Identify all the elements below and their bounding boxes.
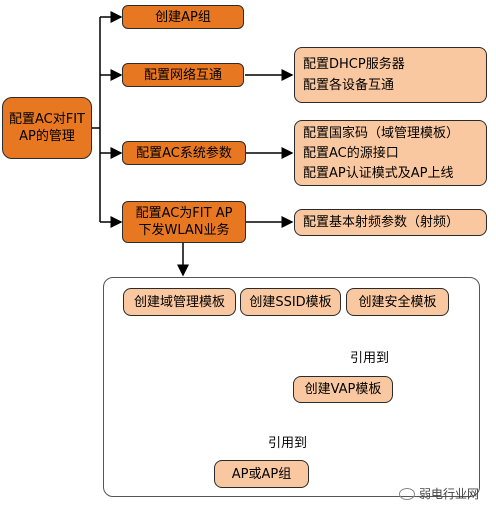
details-wlan: 配置基本射频参数（射频） [294, 209, 487, 236]
detail-item: 配置DHCP服务器 [303, 57, 405, 72]
step-wlan: 配置AC为FIT AP 下发WLAN业务 [122, 201, 246, 243]
root-line-2: AP的管理 [19, 129, 75, 144]
box-label: 创建SSID模板 [249, 294, 332, 310]
step-label: 创建AP组 [155, 9, 211, 25]
box-label: 创建域管理模板 [133, 294, 225, 310]
step-label-line-2: 下发WLAN业务 [138, 223, 230, 238]
ref-label-1: 引用到 [350, 351, 390, 366]
box-label: AP或AP组 [231, 466, 292, 482]
step-ac-system: 配置AC系统参数 [122, 141, 246, 165]
step-network: 配置网络互通 [122, 63, 244, 87]
detail-item: 配置基本射频参数（射频） [303, 215, 460, 230]
ref-label-2: 引用到 [268, 436, 308, 451]
details-network: 配置DHCP服务器 配置各设备互通 [294, 47, 487, 103]
step-create-ap-group: 创建AP组 [122, 5, 244, 29]
watermark-text: 弱电行业网 [419, 487, 480, 501]
watermark: 弱电行业网 [399, 485, 479, 502]
box-label: 创建安全模板 [358, 294, 437, 310]
detail-item: 配置各设备互通 [303, 78, 395, 93]
vap-template-box: 创建VAP模板 [293, 376, 393, 403]
details-system: 配置国家码（域管理模板） 配置AC的源接口 配置AP认证模式及AP上线 [294, 120, 487, 186]
detail-item: 配置AP认证模式及AP上线 [303, 165, 454, 181]
ap-or-group-box: AP或AP组 [214, 460, 309, 488]
domain-template-box: 创建域管理模板 [123, 288, 236, 316]
detail-item: 配置AC的源接口 [303, 145, 399, 161]
root-node: 配置AC对FIT AP的管理 [2, 97, 92, 159]
detail-item: 配置国家码（域管理模板） [303, 125, 460, 141]
box-label: 创建VAP模板 [304, 382, 382, 397]
ssid-template-box: 创建SSID模板 [240, 288, 341, 316]
wechat-icon [399, 487, 415, 500]
security-template-box: 创建安全模板 [346, 288, 449, 316]
step-label: 配置AC系统参数 [136, 145, 232, 161]
step-label-line-1: 配置AC为FIT AP [135, 206, 233, 221]
root-line-1: 配置AC对FIT [9, 112, 85, 127]
step-label: 配置网络互通 [143, 67, 222, 83]
